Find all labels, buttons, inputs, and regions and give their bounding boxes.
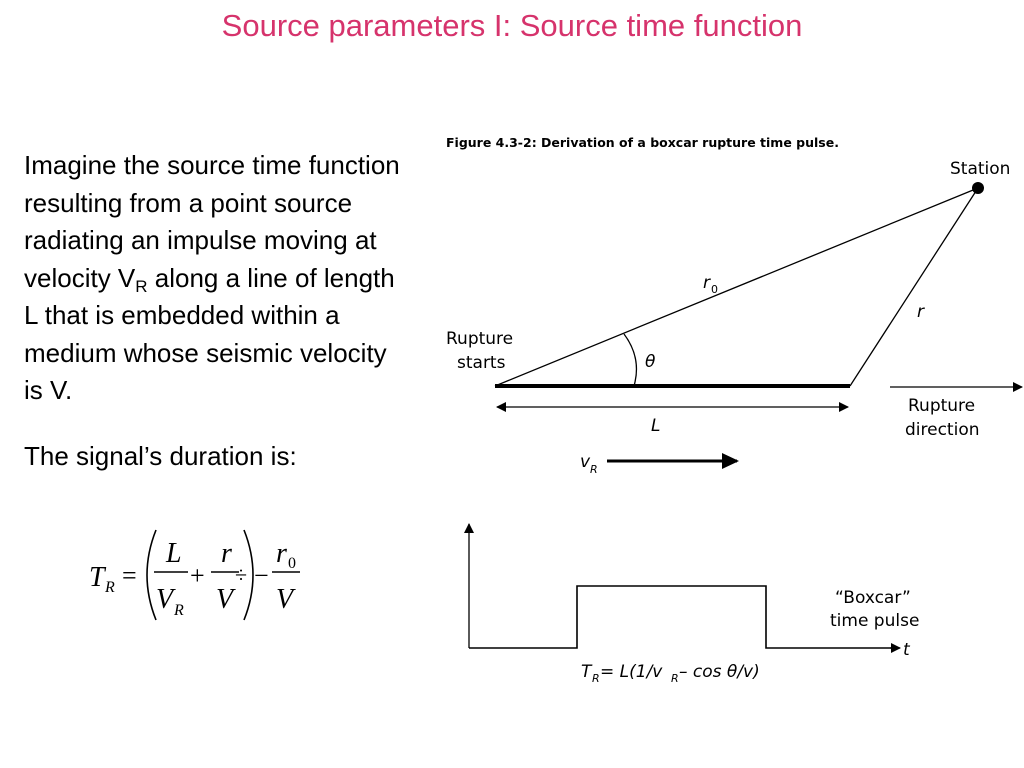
rupture-direction-line2: direction	[905, 420, 980, 440]
paragraph-duration: The signal’s duration is:	[24, 440, 297, 471]
eq-left-paren	[146, 529, 157, 621]
eq-plus: +	[190, 561, 205, 590]
body-text: Imagine the source time function resulti…	[24, 147, 404, 475]
eq-minus: −	[254, 561, 269, 590]
velocity-subscript: R	[135, 276, 148, 296]
eq-frac1-numerator: L	[165, 538, 182, 569]
eq-frac3-numerator: r	[276, 538, 287, 569]
eq-lhs-symbol: T	[89, 562, 107, 593]
boxcar-label-line1: “Boxcar”	[835, 588, 911, 608]
description-text: Imagine the source time function resulti…	[24, 150, 400, 293]
theta-label: θ	[645, 352, 656, 372]
boxcar-figure: Figure 4.3-2: Derivation of a boxcar rup…	[446, 135, 1023, 685]
eq-frac1-den-subscript: R	[173, 602, 184, 619]
station-label: Station	[950, 159, 1010, 179]
rupture-starts-line1: Rupture	[446, 329, 513, 349]
station-dot	[972, 182, 984, 194]
eq-frac3-num-subscript: 0	[288, 555, 296, 572]
paragraph-description: Imagine the source time function resulti…	[24, 147, 404, 410]
formula-t: T	[581, 662, 593, 682]
boxcar-label-line2: time pulse	[830, 611, 919, 631]
eq-lhs-subscript: R	[104, 579, 115, 596]
formula-t-sub: R	[592, 672, 600, 685]
rupture-direction-line1: Rupture	[908, 396, 975, 416]
vr-arrow-head	[722, 453, 739, 469]
rupture-starts-line2: starts	[457, 353, 506, 373]
r-label: r	[917, 302, 925, 322]
eq-frac2-numerator: r	[221, 538, 232, 569]
vr-label: v	[580, 452, 591, 472]
formula-mid-sub: R	[671, 672, 679, 685]
description-text-continued: along a line of length L that is embedde…	[24, 262, 395, 406]
duration-equation: T R = L V R + r V ÷ − r 0 V	[89, 529, 300, 621]
formula-mid: = L(1/v	[600, 662, 663, 682]
eq-frac1-denominator: V	[156, 584, 176, 615]
t-axis-label: t	[903, 640, 911, 660]
figure-caption: Figure 4.3-2: Derivation of a boxcar rup…	[446, 135, 839, 150]
eq-frac3-denominator: V	[276, 584, 296, 615]
r0-subscript: 0	[711, 283, 718, 296]
eq-equals: =	[122, 561, 137, 590]
formula-end: – cos θ/v)	[679, 662, 760, 682]
r-line	[849, 187, 979, 387]
slide-title: Source parameters I: Source time functio…	[221, 8, 803, 43]
length-label: L	[651, 416, 660, 436]
r0-line	[494, 187, 979, 387]
eq-right-paren	[243, 529, 254, 621]
boxcar-pulse	[469, 585, 898, 649]
eq-divide-sign: ÷	[235, 562, 247, 587]
theta-arc	[623, 333, 638, 387]
r0-label: r	[703, 273, 711, 293]
vr-subscript: R	[590, 463, 598, 476]
eq-frac2-denominator: V	[216, 584, 236, 615]
